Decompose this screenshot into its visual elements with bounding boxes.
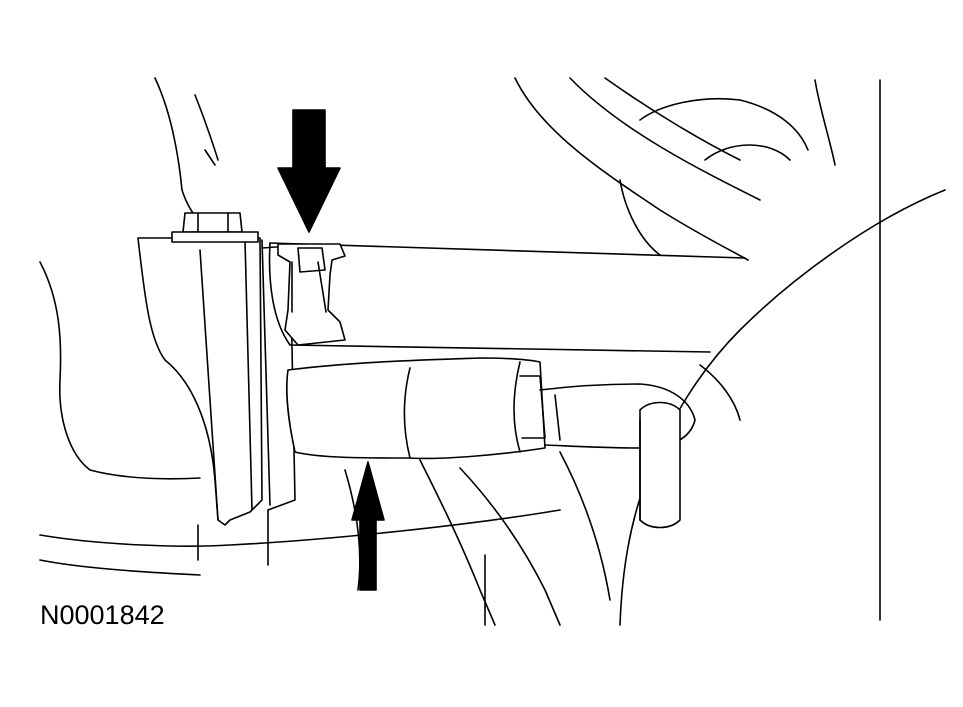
upper-tube <box>268 242 746 353</box>
right-assembly <box>514 77 946 626</box>
mounting-bracket <box>137 237 296 526</box>
arrow-up-callout <box>351 461 385 591</box>
arrow-down-callout <box>277 109 341 233</box>
lower-hose <box>286 357 696 460</box>
bolt <box>171 212 259 243</box>
figure-id-label: N0001842 <box>40 600 165 630</box>
lower-lines <box>197 451 611 626</box>
hose-clamp <box>277 243 346 346</box>
